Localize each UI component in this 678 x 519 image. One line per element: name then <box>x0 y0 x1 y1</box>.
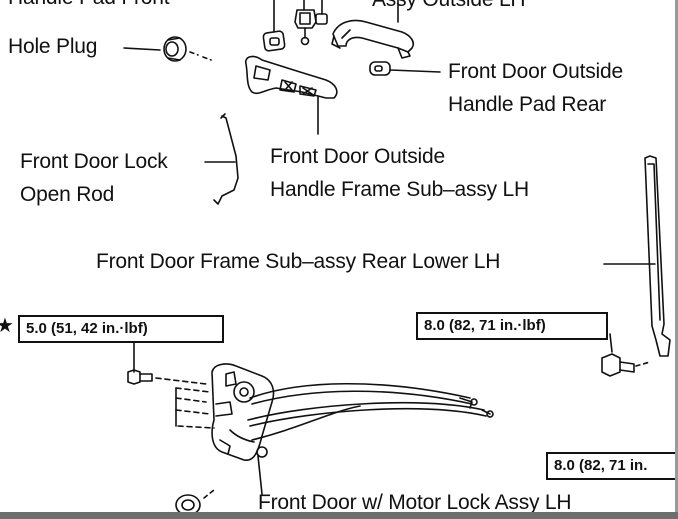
label-pad-rear-line2: Handle Pad Rear <box>448 93 607 116</box>
label-handle-pad-front: Handle Pad Front <box>8 0 170 10</box>
left-screw-part <box>127 341 215 429</box>
lock-open-rod-part <box>204 113 239 205</box>
label-frame-line1: Front Door Outside <box>270 145 445 168</box>
label-hole-plug: Hole Plug <box>8 35 98 58</box>
right-edge-border <box>675 0 678 512</box>
label-lock-rod-line1: Front Door Lock <box>20 150 168 173</box>
handle-frame-part <box>244 55 338 135</box>
hole-plug-part <box>123 36 212 62</box>
torque-box-left: 5.0 (51, 42 in.·lbf) <box>18 315 224 343</box>
right-bolt-part <box>601 333 651 377</box>
label-motor-lock: Front Door w/ Motor Lock Assy LH <box>258 491 572 514</box>
torque-box-right: 8.0 (82, 71 in.·lbf) <box>416 312 608 340</box>
torque-box-bottom: 8.0 (82, 71 in. <box>546 452 678 480</box>
motor-lock-assembly-part <box>211 363 494 495</box>
label-lock-rod-line2: Open Rod <box>20 183 115 206</box>
outside-handle-part <box>331 0 415 59</box>
bottom-edge-bar <box>0 512 678 519</box>
handle-pad-front-part <box>262 0 286 52</box>
key-cylinder-part <box>294 0 328 46</box>
label-pad-rear-line1: Front Door Outside <box>448 60 623 83</box>
star-icon: ★ <box>0 315 14 337</box>
label-assy-outside-lh: Assy Outside LH <box>372 0 526 12</box>
door-frame-rear-lower-part <box>603 155 671 357</box>
label-frame-rear-lower: Front Door Frame Sub–assy Rear Lower LH <box>96 250 501 273</box>
label-frame-line2: Handle Frame Sub–assy LH <box>270 178 529 201</box>
handle-pad-rear-part <box>369 61 441 76</box>
